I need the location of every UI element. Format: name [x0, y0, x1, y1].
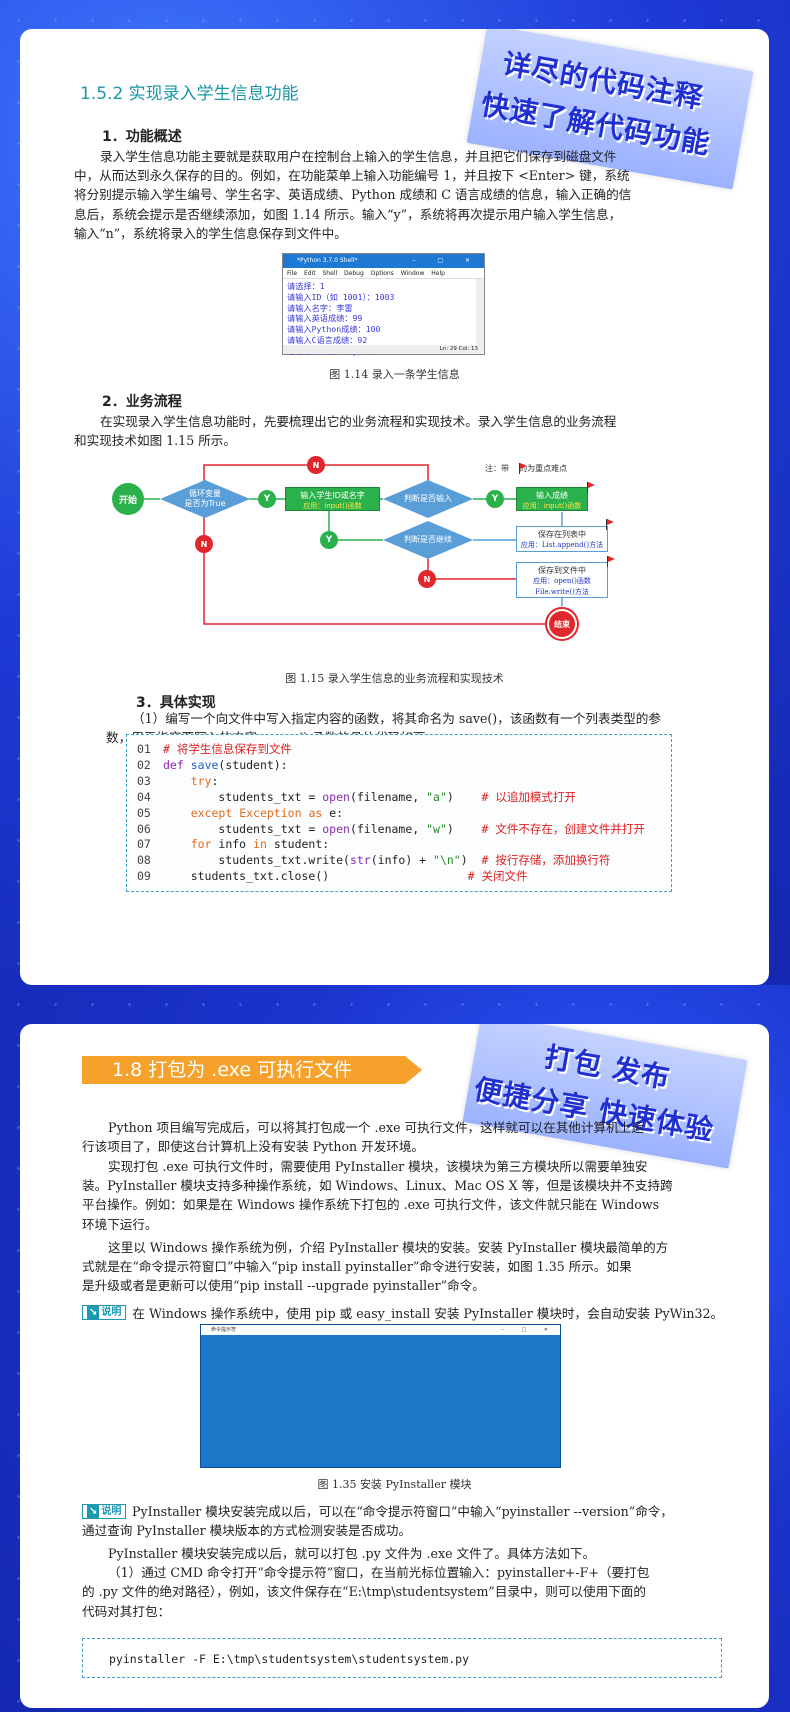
- section-title: 1.5.2 实现录入学生信息功能: [80, 84, 299, 104]
- input-score-box: 输入成绩应用：input()函数: [516, 487, 588, 511]
- shell-status: Ln: 29 Col: 13: [283, 345, 484, 354]
- intro-paragraph: Python 项目编写完成后，可以将其打包成一个 .exe 可执行文件，这样就可…: [82, 1120, 644, 1155]
- note-badge: ↘说明: [82, 1305, 127, 1320]
- subheading-impl: 3．具体实现: [136, 695, 216, 711]
- start-node: 开始: [112, 483, 144, 515]
- book-page-1: 1.5.2 实现录入学生信息功能 详尽的代码注释 快速了解代码功能 1．功能概述…: [20, 29, 769, 985]
- overview-paragraph: 录入学生信息功能主要就是获取用户在控制台上输入的学生信息，并且把它们保存到磁盘文…: [74, 149, 632, 241]
- subheading-overview: 1．功能概述: [102, 129, 182, 145]
- flag-icon: [607, 556, 615, 567]
- end-node: 结束: [545, 607, 579, 641]
- flag-icon: [587, 482, 595, 493]
- note-arrow-icon: ↘: [87, 1505, 100, 1519]
- note-2-text: PyInstaller 模块安装完成以后，可以在“命令提示符窗口”中输入“pyi…: [82, 1504, 673, 1539]
- yes-badge-2: Y: [486, 490, 504, 508]
- code-source: # 将学生信息保存到文件 def save(student): try: stu…: [163, 742, 645, 884]
- save-list-box: 保存在列表中应用：List.append()方法: [516, 526, 608, 552]
- flow-paragraph: 在实现录入学生信息功能时，先要梳理出它的业务流程和实现技术。录入学生信息的业务流…: [74, 414, 617, 449]
- note-badge: ↘说明: [82, 1504, 127, 1519]
- no-badge-top: N: [307, 456, 325, 474]
- pyinstaller-paragraph: 实现打包 .exe 可执行文件时，需要使用 PyInstaller 模块，该模块…: [82, 1159, 673, 1232]
- package-paragraph: PyInstaller 模块安装完成以后，就可以打包 .py 文件为 .exe …: [82, 1546, 650, 1619]
- install-paragraph: 这里以 Windows 操作系统为例，介绍 PyInstaller 模块的安装。…: [82, 1240, 669, 1294]
- python-shell-window: *Python 3.7.0 Shell*– □ ✕ File Edit Shel…: [282, 253, 485, 356]
- figure-caption-1-14: 图 1.14 录入一条学生信息: [329, 368, 460, 381]
- shell-titlebar: *Python 3.7.0 Shell*– □ ✕: [283, 254, 484, 268]
- flag-icon: [519, 463, 527, 474]
- no-badge-bottom: N: [418, 570, 436, 588]
- chapter-title: 1.8 打包为 .exe 可执行文件: [82, 1056, 422, 1084]
- input-id-box: 输入学生ID或名字应用：input()函数: [285, 487, 380, 511]
- flowchart: 开始 循环变量 是否为True Y 输入学生ID或名字应用：input()函数 …: [20, 456, 769, 654]
- cmd-titlebar: 命令提示符– □ ✕: [201, 1325, 560, 1335]
- window-controls[interactable]: – □ ✕: [412, 257, 480, 264]
- yes-badge: Y: [258, 490, 276, 508]
- end-node-inner: 结束: [549, 611, 575, 637]
- cmd-output: [201, 1335, 560, 1339]
- legend-note: 注：带 的为重点难点: [485, 464, 568, 473]
- flag-icon: [606, 519, 614, 530]
- window-controls[interactable]: – □ ✕: [501, 1327, 556, 1333]
- book-page-2: 1.8 打包为 .exe 可执行文件 打包 发布 便捷分享 快速体验 Pytho…: [20, 1024, 769, 1708]
- no-badge-left: N: [195, 535, 213, 553]
- figure-caption-1-35: 图 1.35 安装 PyInstaller 模块: [317, 1478, 472, 1491]
- shell-menubar[interactable]: File Edit Shell Debug Options Window Hel…: [283, 268, 484, 279]
- note-1: ↘说明 在 Windows 操作系统中，使用 pip 或 easy_instal…: [82, 1303, 723, 1322]
- note-2: ↘说明: [82, 1502, 132, 1519]
- yes-badge-3: Y: [320, 531, 338, 549]
- figure-caption-1-15: 图 1.15 录入学生信息的业务流程和实现技术: [285, 672, 504, 685]
- subheading-flow: 2．业务流程: [102, 394, 182, 410]
- cmd-window: 命令提示符– □ ✕: [200, 1324, 561, 1468]
- shell-scrollbar[interactable]: [476, 279, 484, 345]
- note-arrow-icon: ↘: [87, 1306, 100, 1320]
- code-block-pyinstaller: pyinstaller -F E:\tmp\studentsystem\stud…: [82, 1638, 722, 1678]
